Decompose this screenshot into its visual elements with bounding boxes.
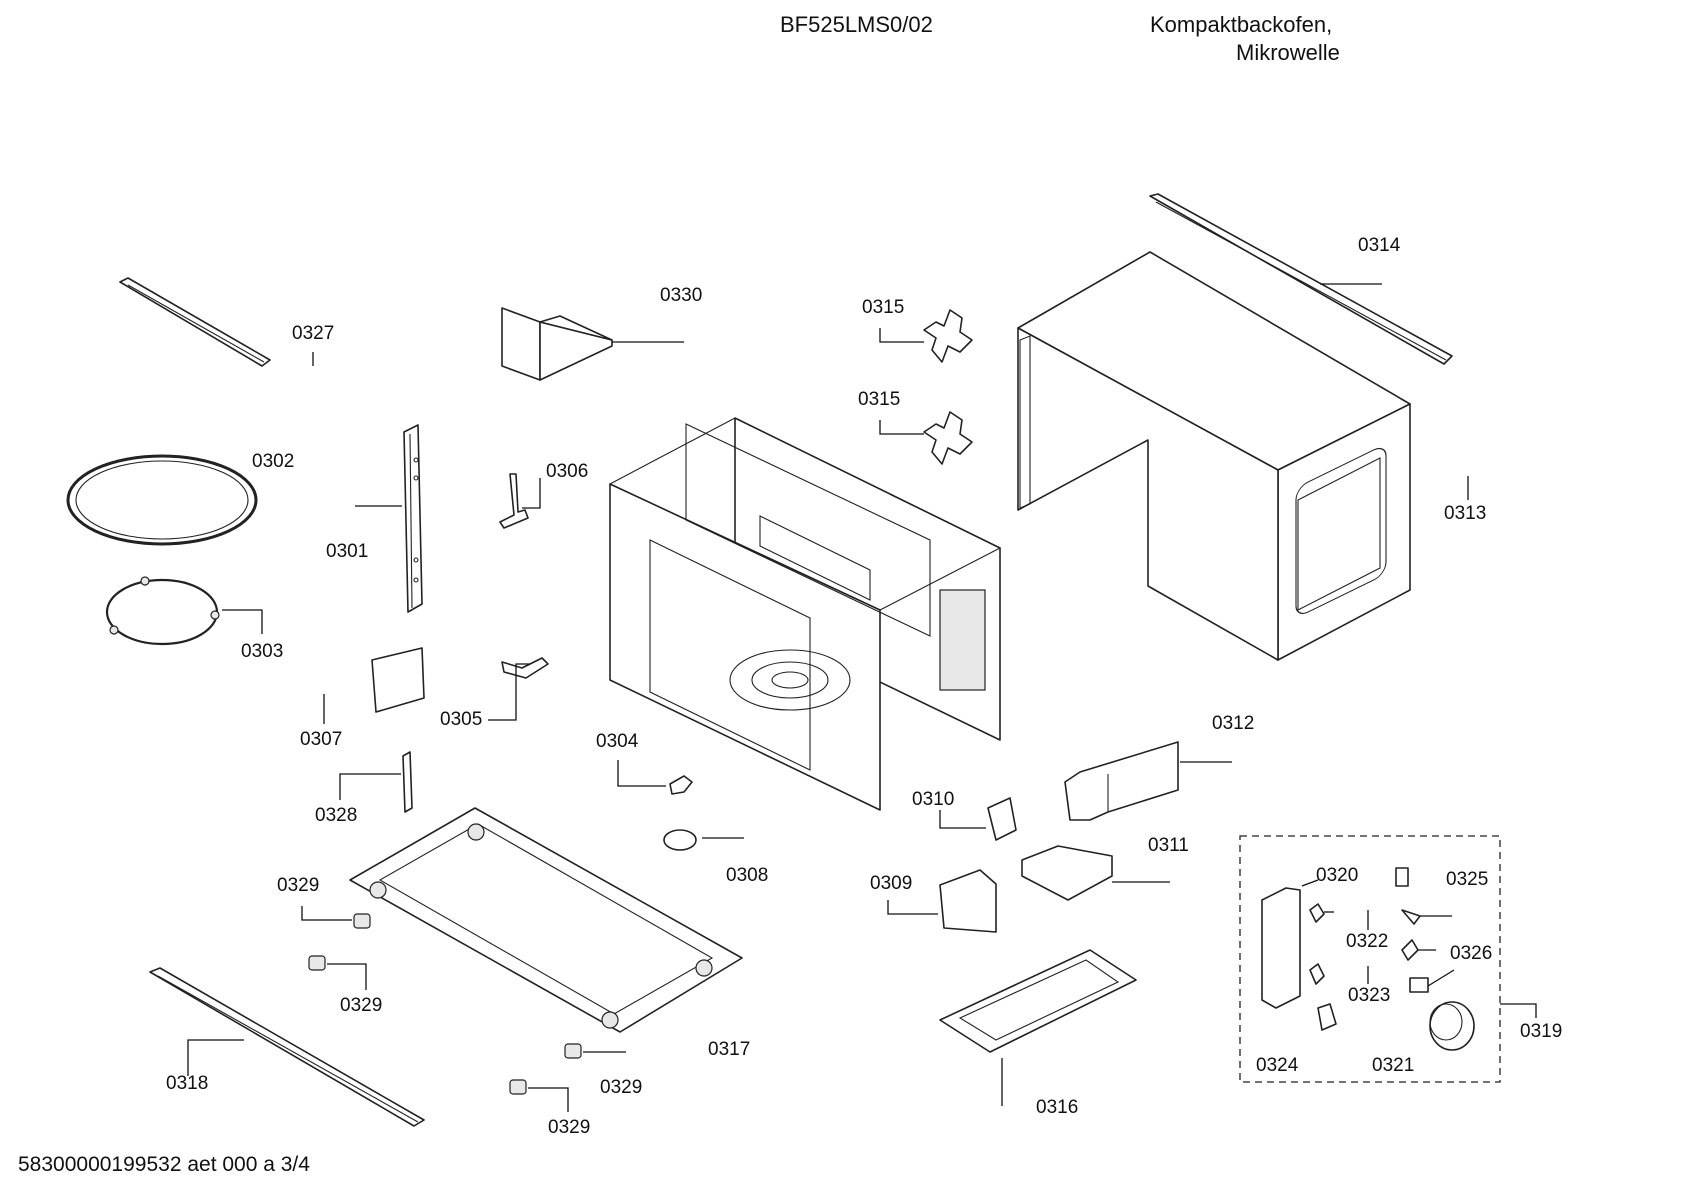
part-label-0326: 0326 <box>1450 943 1493 964</box>
part-label-0325: 0325 <box>1446 869 1489 890</box>
part-label-0310: 0310 <box>912 789 955 810</box>
part-label-0302: 0302 <box>252 451 295 472</box>
part-label-0304: 0304 <box>596 731 639 752</box>
part-0303-drawing[interactable] <box>105 576 220 646</box>
part-label-0315-upper: 0315 <box>862 297 905 318</box>
part-0316-drawing[interactable] <box>939 949 1137 1053</box>
part-label-0303: 0303 <box>241 641 284 662</box>
model-number: BF525LMS0/02 <box>780 12 933 37</box>
part-label-0301: 0301 <box>326 541 369 562</box>
part-0309-drawing[interactable] <box>939 869 997 933</box>
part-label-0327: 0327 <box>292 323 335 344</box>
part-0329b-drawing[interactable] <box>308 955 326 971</box>
part-0304-drawing[interactable] <box>669 775 693 795</box>
part-label-0329-a: 0329 <box>277 875 320 896</box>
part-label-0330: 0330 <box>660 285 703 306</box>
document-id: 58300000199532 aet 000 a 3/4 <box>18 1153 310 1176</box>
part-0306-drawing[interactable] <box>499 473 529 529</box>
part-0302-drawing[interactable] <box>66 454 258 546</box>
part-label-0321: 0321 <box>1372 1055 1415 1076</box>
part-label-0328: 0328 <box>315 805 358 826</box>
part-0318-drawing[interactable] <box>149 967 425 1127</box>
part-0329a-drawing[interactable] <box>353 913 371 929</box>
part-label-0322: 0322 <box>1346 931 1389 952</box>
part-0315b-drawing[interactable] <box>923 411 973 465</box>
part-0330-drawing[interactable] <box>501 307 613 381</box>
part-label-0329-c: 0329 <box>600 1077 643 1098</box>
part-label-0317: 0317 <box>708 1039 751 1060</box>
part-0301-drawing[interactable] <box>403 424 423 613</box>
part-label-0306: 0306 <box>546 461 589 482</box>
part-0310-drawing[interactable] <box>987 797 1017 841</box>
part-0312-drawing[interactable] <box>1064 741 1179 821</box>
part-label-0319: 0319 <box>1520 1021 1563 1042</box>
part-label-0308: 0308 <box>726 865 769 886</box>
part-label-0305: 0305 <box>440 709 483 730</box>
part-0307-drawing[interactable] <box>371 647 425 713</box>
part-label-0329-b: 0329 <box>340 995 383 1016</box>
part-label-0307: 0307 <box>300 729 343 750</box>
appliance-description-line1: Kompaktbackofen, <box>1150 12 1333 37</box>
oven-cavity-drawing[interactable] <box>608 417 1002 811</box>
appliance-description-line2: Mikrowelle <box>1236 40 1340 65</box>
part-0313-drawing[interactable] <box>1017 251 1411 661</box>
leader-lines <box>187 283 1537 1112</box>
part-label-0320: 0320 <box>1316 865 1359 886</box>
part-0315a-drawing[interactable] <box>923 309 973 363</box>
part-label-0318: 0318 <box>166 1073 209 1094</box>
part-0311-drawing[interactable] <box>1021 845 1113 901</box>
part-0329d-drawing[interactable] <box>509 1079 527 1095</box>
part-label-0323: 0323 <box>1348 985 1391 1006</box>
part-0317-drawing[interactable] <box>349 807 743 1033</box>
part-label-0329-d: 0329 <box>548 1117 591 1138</box>
part-0314-drawing[interactable] <box>1149 193 1453 365</box>
part-label-0309: 0309 <box>870 873 913 894</box>
part-0327-drawing[interactable] <box>119 277 271 367</box>
part-0319-group[interactable] <box>1239 835 1501 1083</box>
part-label-0312: 0312 <box>1212 713 1255 734</box>
part-label-0315-lower: 0315 <box>858 389 901 410</box>
part-label-0313: 0313 <box>1444 503 1487 524</box>
part-label-0316: 0316 <box>1036 1097 1079 1118</box>
part-0305-drawing[interactable] <box>501 657 549 679</box>
part-0308-drawing[interactable] <box>663 829 697 851</box>
part-label-0314: 0314 <box>1358 235 1401 256</box>
part-label-0324: 0324 <box>1256 1055 1299 1076</box>
part-0328-drawing[interactable] <box>402 751 413 813</box>
part-0329c-drawing[interactable] <box>564 1043 582 1059</box>
part-label-0311: 0311 <box>1148 835 1189 856</box>
